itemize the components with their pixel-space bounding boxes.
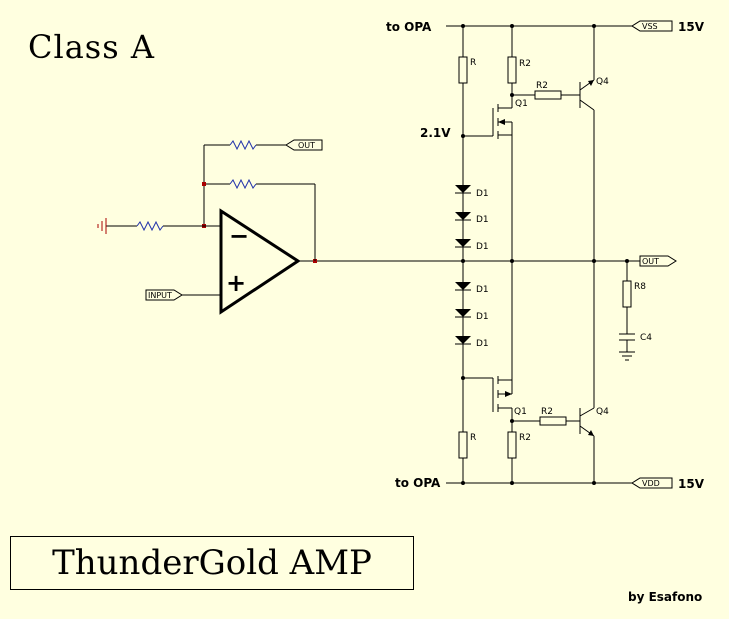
diode-label-5: D1 [476,312,489,322]
bjt-q4-bottom [579,407,595,437]
node-dot [592,259,596,263]
vss-tag: VSS [631,20,673,32]
out-top-label: OUT [298,141,315,150]
to-opa-top-label: to OPA [386,20,432,34]
resistor-feedback-1 [229,139,257,151]
op-amp-plus: + [226,269,246,297]
node-dot [461,24,465,28]
r-bottom-label: R [470,433,476,443]
out-right-label: OUT [642,257,659,266]
diagram-title: Class A [28,28,155,66]
mosfet-q1-top [492,104,513,139]
to-opa-bottom-label: to OPA [395,476,441,490]
capacitor-c4 [619,333,635,341]
input-tag: INPUT [145,289,183,301]
diode-stack-lower [455,282,471,432]
diode-label-1: D1 [476,189,489,199]
op-amp [219,208,301,315]
diode-label-3: D1 [476,242,489,252]
q4-bottom-label: Q4 [596,407,609,417]
c4-label: C4 [640,333,652,343]
diode-label-4: D1 [476,285,489,295]
vss-label: VSS [642,22,658,31]
node-dot [510,24,514,28]
resistor-r2-bottom-v [507,431,517,459]
out-tag-left: OUT [285,139,323,151]
mosfet-q1-bottom [492,372,513,412]
input-label: INPUT [148,291,172,300]
vdd-tag: VDD [631,477,673,489]
q1-bottom-label: Q1 [514,407,527,417]
op-amp-minus: − [229,222,249,250]
author-credit: by Esafono [628,590,703,604]
resistor-r-top [458,56,468,84]
ground-icon [97,218,107,234]
r2-bottom-h-label: R2 [541,407,553,417]
amp-name-box: ThunderGold AMP [10,536,414,590]
resistor-input [136,220,164,232]
node-dot [510,481,514,485]
r2-bottom-v-label: R2 [519,433,531,443]
diode-stack-upper [455,185,471,282]
r2-top-v-label: R2 [519,59,531,69]
resistor-r2-top-v [507,56,517,84]
ground-icon [619,351,635,361]
vss-voltage: 15V [678,20,705,34]
q4-top-label: Q4 [596,77,609,87]
resistor-r2-bottom-h [539,416,567,426]
diode-label-6: D1 [476,339,489,349]
diode-label-2: D1 [476,215,489,225]
bias-voltage-label: 2.1V [420,126,451,140]
r2-top-h-label: R2 [536,81,548,91]
resistor-r8 [622,280,632,308]
bjt-q4-top [579,79,595,111]
r8-label: R8 [634,282,646,292]
out-tag-right: OUT [639,255,677,267]
node-dot [592,481,596,485]
node-dot [461,481,465,485]
r-top-label: R [470,58,476,68]
resistor-feedback-2 [229,178,257,190]
q1-top-label: Q1 [515,99,528,109]
amp-name: ThunderGold AMP [52,543,372,583]
vdd-label: VDD [642,479,660,488]
resistor-r-bottom [458,431,468,459]
resistor-r2-top-h [534,90,562,100]
vdd-voltage: 15V [678,477,705,491]
node-dot [202,182,206,186]
node-dot [592,24,596,28]
